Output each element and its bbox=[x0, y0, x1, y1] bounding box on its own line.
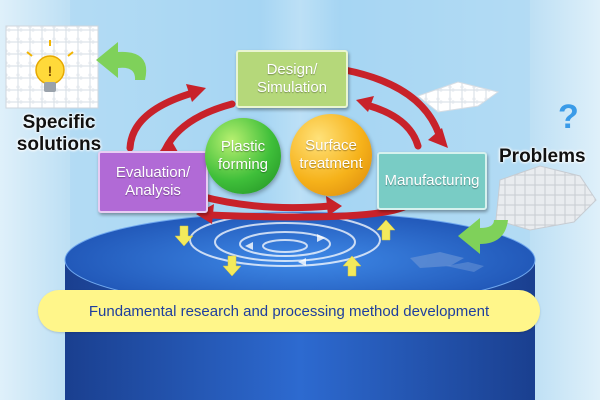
lightbulb-icon: ! bbox=[26, 40, 74, 92]
evaluation-analysis-node: Evaluation/ Analysis bbox=[98, 151, 208, 213]
cycle-arrow-inner-bottom bbox=[196, 192, 334, 212]
cycle-arrow-evaluation-to-design bbox=[126, 88, 200, 152]
input-arrow bbox=[458, 218, 508, 254]
problems-label: Problems bbox=[499, 146, 586, 167]
foundation-banner: Fundamental research and processing meth… bbox=[38, 290, 540, 332]
specific-solutions-label: Specific solutions bbox=[16, 112, 102, 155]
question-mark-icon: ? bbox=[558, 98, 579, 136]
design-simulation-node: Design/ Simulation bbox=[236, 50, 348, 108]
plastic-forming-ball: Plastic forming bbox=[205, 118, 281, 194]
cycle-arrow-design-to-manufacturing bbox=[341, 66, 442, 136]
cycle-arrow-inner-right bbox=[366, 102, 422, 150]
surface-treatment-ball: Surface treatment bbox=[290, 114, 372, 196]
manufacturing-node: Manufacturing bbox=[377, 152, 487, 210]
output-arrow bbox=[96, 42, 147, 80]
svg-text:!: ! bbox=[48, 63, 53, 79]
